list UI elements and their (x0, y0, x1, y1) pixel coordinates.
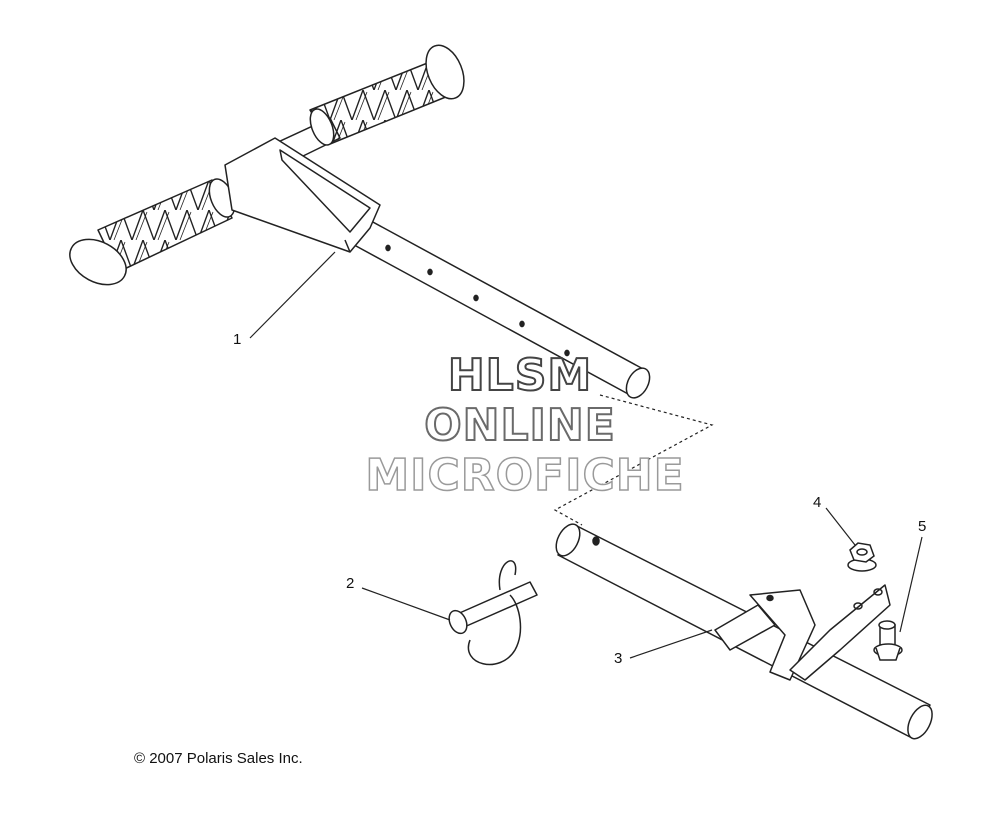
callout-2[interactable]: 2 (346, 575, 355, 592)
shaft-end (625, 367, 651, 399)
flange-bolt (873, 620, 903, 661)
pin-hole (592, 536, 600, 546)
assembly-dashed-line (553, 394, 714, 526)
hitch-pin (448, 560, 538, 666)
receiver-tube-end (555, 523, 581, 557)
leader-3 (629, 629, 713, 659)
watermark-line-3: MICROFICHE (365, 449, 685, 502)
grip-right-collar (309, 108, 335, 146)
callout-5[interactable]: 5 (918, 518, 927, 535)
leader-lines (249, 251, 923, 659)
flange-nut (847, 542, 877, 572)
grip-left-end-cap (69, 238, 127, 286)
pin-clip-top (498, 560, 517, 591)
pin-shaft (454, 581, 538, 629)
callout-3[interactable]: 3 (614, 650, 623, 667)
callout-4[interactable]: 4 (813, 494, 822, 511)
bracket-tab (714, 604, 776, 651)
handlebar-clamp (224, 137, 381, 253)
bracket-left-plate (749, 589, 816, 681)
bracket-right-plate (789, 584, 891, 681)
leader-1 (249, 251, 336, 339)
handlebar-assembly (69, 44, 651, 399)
receiver-tube-far-end (907, 704, 933, 740)
grip-right-end-cap (425, 44, 465, 100)
clamp-slot (279, 149, 371, 233)
leader-2 (361, 587, 451, 621)
adjustment-holes (385, 244, 570, 357)
watermark-line-2: ONLINE (423, 399, 616, 452)
leader-5 (899, 536, 923, 633)
copyright-text: © 2007 Polaris Sales Inc. (134, 750, 303, 767)
leader-4 (825, 507, 856, 546)
pin-head (448, 609, 468, 635)
callout-1[interactable]: 1 (233, 331, 242, 348)
receiver-tube-assembly (555, 523, 933, 740)
pin-clip-loop (467, 594, 522, 666)
watermark-line-1: HLSM (447, 349, 593, 402)
